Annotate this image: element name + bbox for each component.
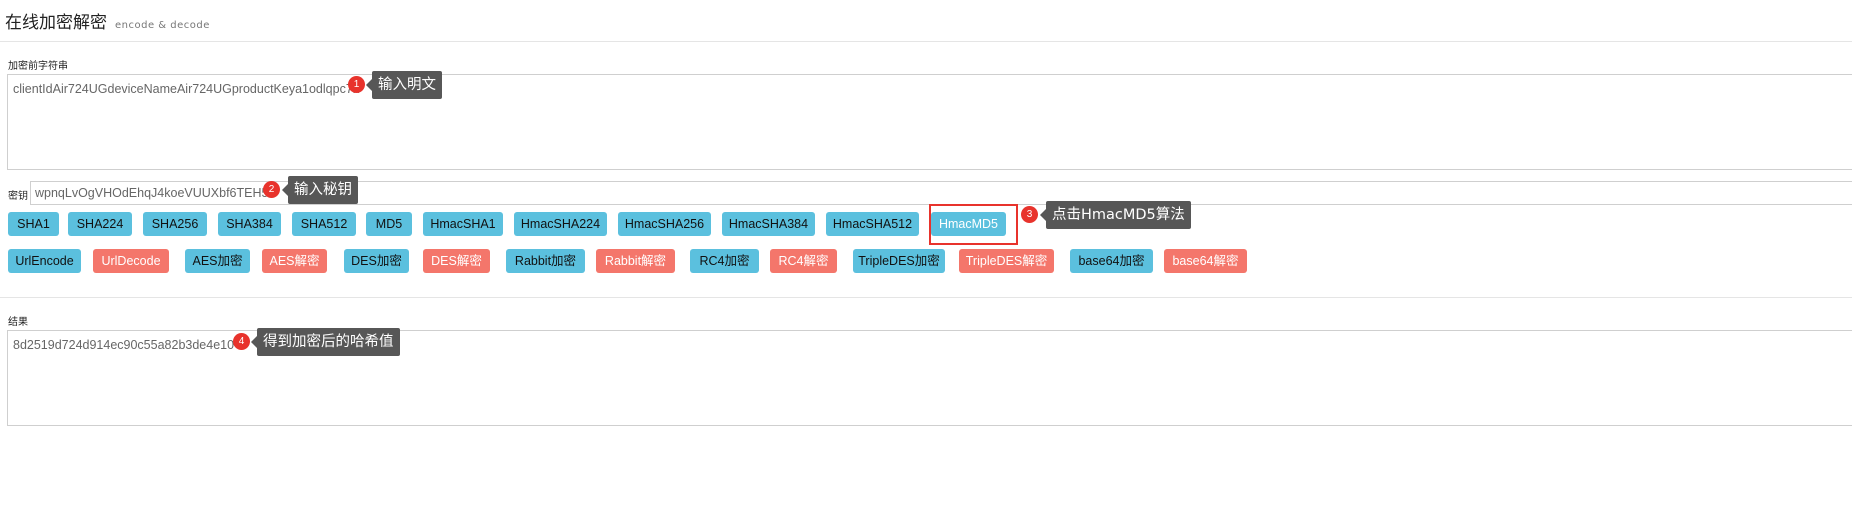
hmacmd5-button[interactable]: HmacMD5: [931, 212, 1006, 236]
hmacsha384-button[interactable]: HmacSHA384: [722, 212, 815, 236]
rc4-decrypt-button[interactable]: RC4解密: [770, 249, 837, 273]
annotation-badge-4: 4: [233, 333, 250, 350]
base64-decrypt-button[interactable]: base64解密: [1164, 249, 1247, 273]
annotation-callout-1: 输入明文: [366, 71, 442, 99]
urlencode-button[interactable]: UrlEncode: [8, 249, 81, 273]
divider: [0, 297, 1852, 298]
rabbit-encrypt-button[interactable]: Rabbit加密: [506, 249, 585, 273]
tripledes-encrypt-button[interactable]: TripleDES加密: [853, 249, 945, 273]
des-encrypt-button[interactable]: DES加密: [344, 249, 409, 273]
sha1-button[interactable]: SHA1: [8, 212, 59, 236]
des-decrypt-button[interactable]: DES解密: [423, 249, 490, 273]
annotation-callout-4: 得到加密后的哈希值: [251, 328, 400, 356]
rabbit-decrypt-button[interactable]: Rabbit解密: [596, 249, 675, 273]
page-subtitle: encode & decode: [115, 20, 210, 31]
annotation-badge-1: 1: [348, 76, 365, 93]
annotation-callout-3: 点击HmacMD5算法: [1040, 201, 1191, 229]
tripledes-decrypt-button[interactable]: TripleDES解密: [959, 249, 1054, 273]
hmacsha224-button[interactable]: HmacSHA224: [514, 212, 607, 236]
hmacsha256-button[interactable]: HmacSHA256: [618, 212, 711, 236]
divider: [0, 41, 1852, 42]
result-output[interactable]: 8d2519d724d914ec90c55a82b3de4e10: [7, 330, 1852, 426]
aes-decrypt-button[interactable]: AES解密: [262, 249, 327, 273]
annotation-badge-3: 3: [1021, 206, 1038, 223]
sha384-button[interactable]: SHA384: [218, 212, 281, 236]
result-label: 结果: [8, 317, 28, 328]
annotation-badge-2: 2: [263, 181, 280, 198]
hmacmd5-highlight-box: [929, 204, 1018, 245]
sha224-button[interactable]: SHA224: [68, 212, 132, 236]
aes-encrypt-button[interactable]: AES加密: [185, 249, 250, 273]
plaintext-label: 加密前字符串: [8, 61, 68, 72]
sha256-button[interactable]: SHA256: [143, 212, 207, 236]
rc4-encrypt-button[interactable]: RC4加密: [690, 249, 759, 273]
key-label: 密钥: [8, 191, 28, 202]
base64-encrypt-button[interactable]: base64加密: [1070, 249, 1153, 273]
hmacsha1-button[interactable]: HmacSHA1: [423, 212, 503, 236]
sha512-button[interactable]: SHA512: [292, 212, 356, 236]
plaintext-input[interactable]: clientIdAir724UGdeviceNameAir724UGproduc…: [7, 74, 1852, 170]
md5-button[interactable]: MD5: [366, 212, 412, 236]
urldecode-button[interactable]: UrlDecode: [93, 249, 169, 273]
hmacsha512-button[interactable]: HmacSHA512: [826, 212, 919, 236]
annotation-callout-2: 输入秘钥: [282, 176, 358, 204]
